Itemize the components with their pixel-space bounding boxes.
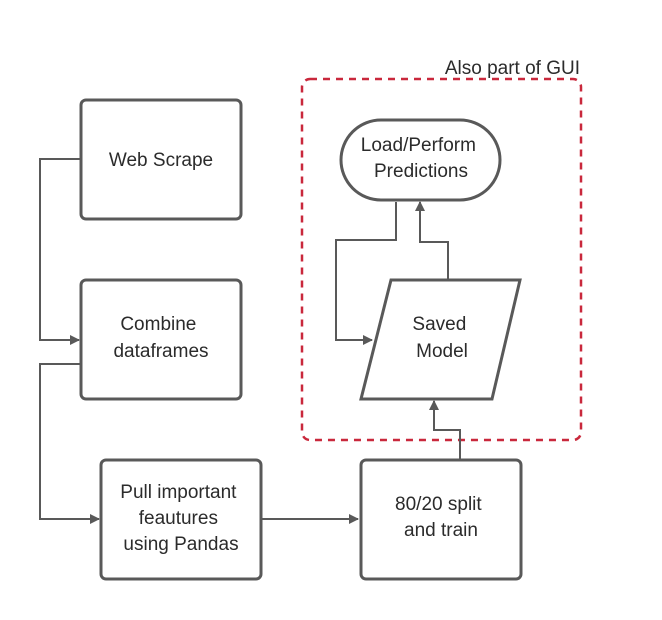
svg-text:Saved Model: Saved Model <box>412 314 471 362</box>
edge-load-to-savedmodel <box>335 202 397 345</box>
node-saved-model-line-2: Model <box>416 341 468 362</box>
node-load-line-1: Load/Perform <box>361 135 476 156</box>
node-saved-model: Saved Model <box>359 278 522 401</box>
svg-text:Web Scrape: Web Scrape <box>109 150 213 171</box>
node-web-scrape: Web Scrape <box>79 98 243 221</box>
node-pull-line-1: Pull important <box>120 482 237 503</box>
node-web-scrape-line-1: Web Scrape <box>109 150 213 171</box>
node-split-line-1: 80/20 split <box>395 494 482 515</box>
node-load-perform: Load/Perform Predictions <box>339 118 502 202</box>
gui-group-boundary <box>300 77 583 442</box>
gui-group-label: Also part of GUI <box>445 58 580 79</box>
node-split-line-2: and train <box>404 520 478 541</box>
svg-text:80/20 split and train: 80/20 split and train <box>395 494 487 541</box>
node-pull-features: Pull important feautures using Pandas <box>99 458 263 581</box>
svg-text:Pull important feautures: Pull important feautures using Pandas <box>120 482 241 555</box>
edge-webscrape-to-combine <box>39 158 81 345</box>
edge-split-to-savedmodel <box>429 400 461 459</box>
node-combine-line-2: dataframes <box>113 341 208 362</box>
edge-combine-to-pull <box>39 363 100 524</box>
node-split-train: 80/20 split and train <box>359 458 523 581</box>
svg-text:Combine dataframes: Combine dataframes <box>113 314 208 362</box>
node-load-line-2: Predictions <box>374 161 468 182</box>
node-pull-line-2: feautures <box>139 508 218 529</box>
node-pull-line-3: using Pandas <box>123 534 238 555</box>
svg-text:Load/Perform Predictions: Load/Perform Predictions <box>361 135 481 182</box>
edge-savedmodel-to-load <box>415 201 449 280</box>
node-combine-line-1: Combine <box>120 314 196 335</box>
node-combine-dataframes: Combine dataframes <box>79 278 243 401</box>
node-saved-model-line-1: Saved <box>412 314 466 335</box>
